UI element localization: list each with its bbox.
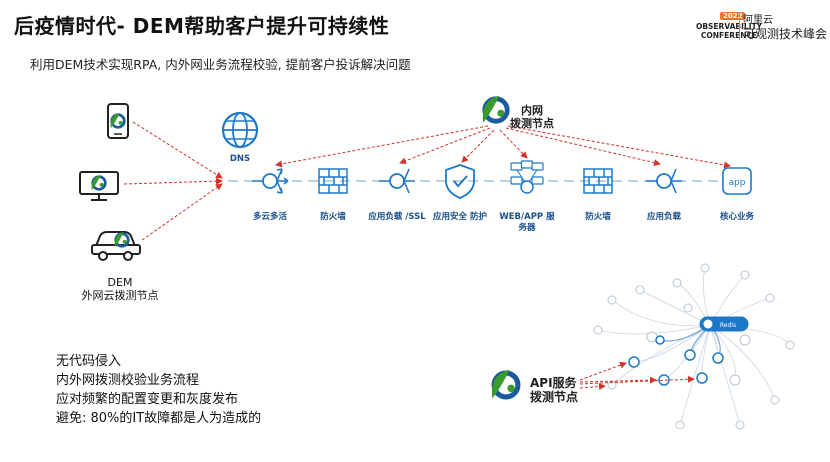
internal-probe-arrows	[275, 125, 731, 169]
load-balancer-icon	[252, 168, 289, 194]
server-cluster-icon	[510, 160, 544, 194]
conference-year-badge: 2022	[720, 12, 746, 20]
benefit-item: 避免: 80%的IT故障都是人为造成的	[56, 411, 262, 426]
api-probe-arrows	[579, 361, 695, 390]
benefit-item: 无代码侵入	[56, 354, 122, 369]
internal-label-line1: 内网	[521, 104, 543, 117]
dns-globe-icon	[221, 111, 259, 149]
benefits-list: 无代码侵入 内外网拨测校验业务流程 应对频繁的配置变更和灰度发布 避免: 80%…	[56, 352, 261, 428]
car-device-icon	[91, 230, 141, 261]
internal-probe-label: 内网 拨测节点	[510, 104, 554, 130]
conference-name-en: OBSERVABILITY CONFERENCE	[694, 22, 764, 40]
dns-label: DNS	[229, 154, 251, 164]
conference-name-cn: 可观测技术峰会	[743, 27, 828, 41]
conference-brand: 阿里云	[743, 15, 773, 26]
dem-external-probe-label: DEM 外网云拨测节点	[70, 276, 170, 302]
conference-name-en-line2: CONFERENCE	[700, 31, 758, 40]
node-label-app-security: 应用安全 防护	[433, 212, 487, 222]
firewall-icon	[318, 168, 348, 194]
conference-name-en-line1: OBSERVABILITY	[695, 22, 763, 31]
node-label-web-app-server: WEB/APP 服务器	[499, 212, 555, 233]
api-probe-label: API服务 拨测节点	[530, 376, 578, 404]
node-label-app-lb-ssl: 应用负载 /SSL	[368, 212, 426, 222]
benefit-item: 应对频繁的配置变更和灰度发布	[56, 392, 239, 407]
app-icon	[722, 167, 752, 195]
dem-probe-arrow	[132, 121, 223, 179]
load-balancer-icon	[646, 168, 682, 194]
shield-icon	[445, 164, 475, 199]
service-topology-graph	[593, 263, 795, 430]
load-balancer-icon	[379, 168, 415, 194]
node-label-firewall-1: 防火墙	[320, 212, 346, 222]
conference-divider	[739, 12, 740, 40]
graph-center-label: Redis	[720, 322, 736, 329]
dem-label-line1: DEM	[107, 276, 133, 289]
firewall-icon	[583, 168, 613, 194]
node-label-core-business: 核心业务	[719, 212, 754, 222]
api-label-line1: API服务	[530, 376, 577, 390]
api-label-line2: 拨测节点	[530, 390, 579, 404]
dem-probe-arrow	[141, 183, 223, 241]
dem-label-line2: 外网云拨测节点	[81, 289, 159, 302]
node-label-firewall-2: 防火墙	[585, 212, 611, 222]
core-icon-text: app	[729, 178, 746, 188]
mobile-device-icon	[107, 103, 129, 139]
node-label-multicloud: 多云多活	[252, 212, 287, 222]
api-probe-logo-icon	[492, 370, 518, 399]
internal-probe-logo-icon	[483, 96, 507, 123]
dem-probe-arrow	[123, 177, 223, 185]
page-subtitle: 利用DEM技术实现RPA, 内外网业务流程校验, 提前客户投诉解决问题	[30, 57, 411, 72]
monitor-device-icon	[79, 171, 119, 201]
benefit-item: 内外网拨测校验业务流程	[56, 373, 200, 388]
page-title: 后疫情时代- DEM帮助客户提升可持续性	[14, 14, 390, 38]
internal-label-line2: 拨测节点	[510, 117, 554, 130]
node-label-app-lb: 应用负载	[646, 212, 681, 222]
